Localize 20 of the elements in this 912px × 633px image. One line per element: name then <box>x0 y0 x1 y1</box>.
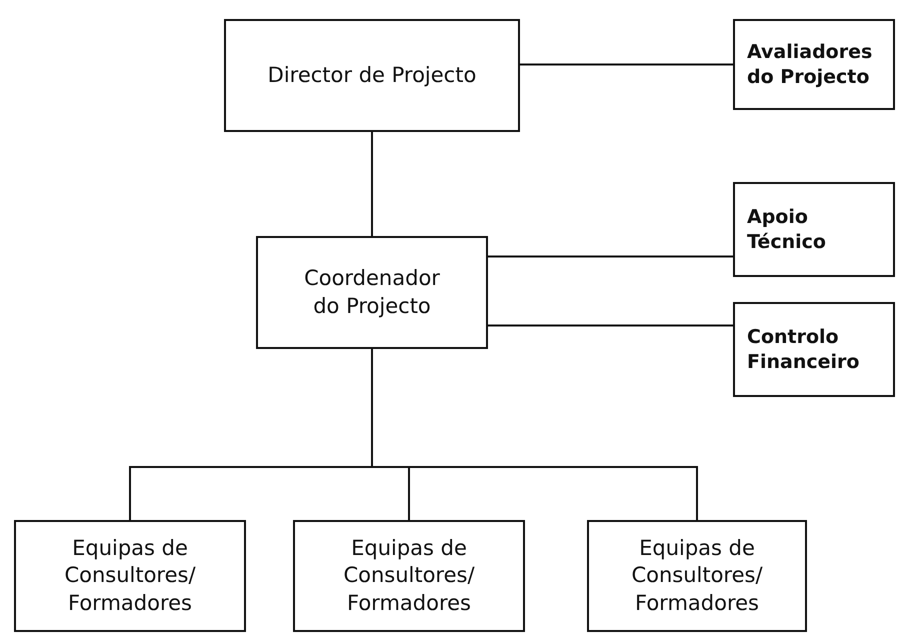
box-label: Avaliadores do Projecto <box>747 40 874 90</box>
org-box <box>733 182 895 277</box>
connector-line <box>488 256 733 258</box>
box-label: Equipas de Consultores/ Formadores <box>342 535 476 617</box>
org-box <box>256 236 488 349</box>
connector-line <box>520 64 733 66</box>
org-box <box>224 19 520 132</box>
box-label: Controlo Financeiro <box>747 324 860 374</box>
org-box <box>293 520 525 632</box>
org-box <box>733 19 895 110</box>
box-label: Coordenador do Projecto <box>303 265 441 320</box>
org-box <box>14 520 246 632</box>
box-label: Equipas de Consultores/ Formadores <box>630 535 764 617</box>
connector-line <box>371 132 373 236</box>
org-box <box>587 520 807 632</box>
box-label: Equipas de Consultores/ Formadores <box>63 535 197 617</box>
box-label: Director de Projecto <box>268 62 476 89</box>
org-box <box>733 302 895 397</box>
box-label: Apoio Técnico <box>747 204 827 254</box>
connector-line <box>488 324 733 326</box>
